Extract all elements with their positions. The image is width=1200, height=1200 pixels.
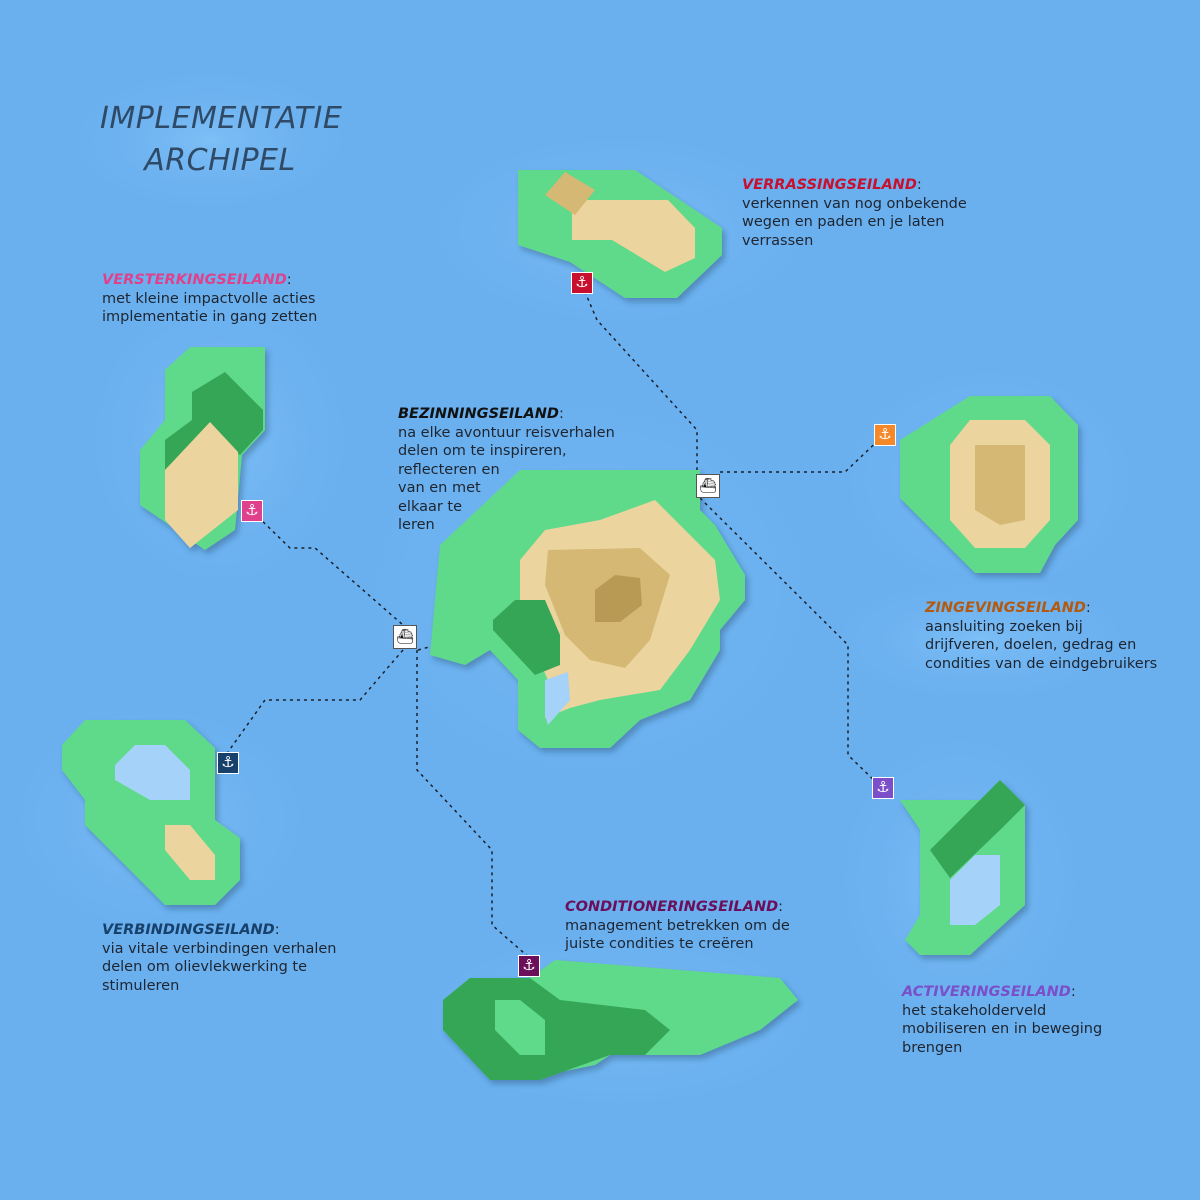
title-line-1: IMPLEMENTATIE [100,101,343,136]
description-line: delen om te inspireren, [398,443,567,459]
anchor-icon[interactable]: ⚓ [241,500,263,522]
anchor-icon[interactable]: ⚓ [518,955,540,977]
colon: : [1085,600,1091,616]
route-zingeving [720,433,886,473]
ship-icon[interactable]: ⛴ [393,625,417,649]
island-name: BEZINNINGSEILAND [398,406,559,422]
description-line: na elke avontuur reisverhalen [398,424,615,441]
island-name: VERRASSINGSEILAND [742,177,917,193]
versterkingseiland-island [140,347,265,550]
route-verrassing [581,284,698,476]
route-verbinding [227,649,404,753]
description-line: wegen en paden en je laten [742,214,945,230]
label-bezinningseiland: BEZINNINGSEILAND: na elke avontuur reisv… [398,405,638,535]
description-line: leren [398,517,435,533]
description-line: implementatie in gang zetten [102,309,318,325]
label-conditioneringseiland: CONDITIONERINGSEILAND: management betrek… [565,898,805,954]
page-title: IMPLEMENTATIE ARCHIPEL [100,98,343,182]
anchor-icon[interactable]: ⚓ [874,424,896,446]
description-line: reflecteren en [398,461,500,478]
colon: : [916,177,922,193]
description-line: stimuleren [102,977,180,994]
island-name: ZINGEVINGSEILAND [925,600,1086,616]
colon: : [778,899,784,915]
conditioneringseiland-island [443,960,798,1080]
island-name: VERSTERKINGSEILAND [102,272,287,288]
anchor-icon[interactable]: ⚓ [217,752,239,774]
route-conditionering [416,650,533,961]
description-line: via vitale verbindingen verhalen [102,940,337,957]
label-verrassingseiland: VERRASSINGSEILAND: verkennen van nog onb… [742,176,982,250]
anchor-icon[interactable]: ⚓ [872,777,894,799]
ship-icon[interactable]: ⛴ [696,474,720,498]
label-zingevingseiland: ZINGEVINGSEILAND: aansluiting zoeken bij… [925,599,1175,673]
description-line: elkaar te [398,498,463,515]
description-line: met kleine impactvolle acties [102,290,316,307]
description-line: verkennen van nog onbekende [742,195,967,212]
colon: : [274,922,280,938]
label-verbindingseiland: VERBINDINGSEILAND: via vitale verbinding… [102,921,352,995]
zingevingseiland-island [900,396,1078,573]
colon: : [558,406,564,422]
description-line: mobiliseren en in beweging [902,1021,1103,1037]
colon: : [1070,984,1076,1000]
island-name: VERBINDINGSEILAND [102,922,275,938]
description-line: van en met [398,480,481,496]
description-line: het stakeholderveld [902,1002,1047,1019]
bezinningseiland-island [430,470,745,748]
island-name: ACTIVERINGSEILAND [902,984,1071,1000]
description-line: condities van de eindgebruikers [925,655,1158,672]
description-line: aansluiting zoeken bij [925,618,1083,635]
route-versterking [252,511,404,626]
verrassingseiland-island [518,170,722,298]
island-name: CONDITIONERINGSEILAND [565,899,779,915]
title-line-2: ARCHIPEL [144,143,296,178]
description-line: drijfveren, doelen, gedrag en [925,637,1137,653]
colon: : [286,272,292,288]
verbindingseiland-island [62,720,240,905]
label-activeringseiland: ACTIVERINGSEILAND: het stakeholderveld m… [902,983,1142,1057]
description-line: delen om olievlekwerking te [102,959,308,975]
description-line: juiste condities te creëren [565,936,754,952]
anchor-icon[interactable]: ⚓ [571,272,593,294]
label-versterkingseiland: VERSTERKINGSEILAND: met kleine impactvol… [102,271,342,327]
description-line: brengen [902,1039,963,1056]
activeringseiland-island [900,780,1025,955]
description-line: verrassen [742,232,814,249]
description-line: management betrekken om de [565,917,790,934]
